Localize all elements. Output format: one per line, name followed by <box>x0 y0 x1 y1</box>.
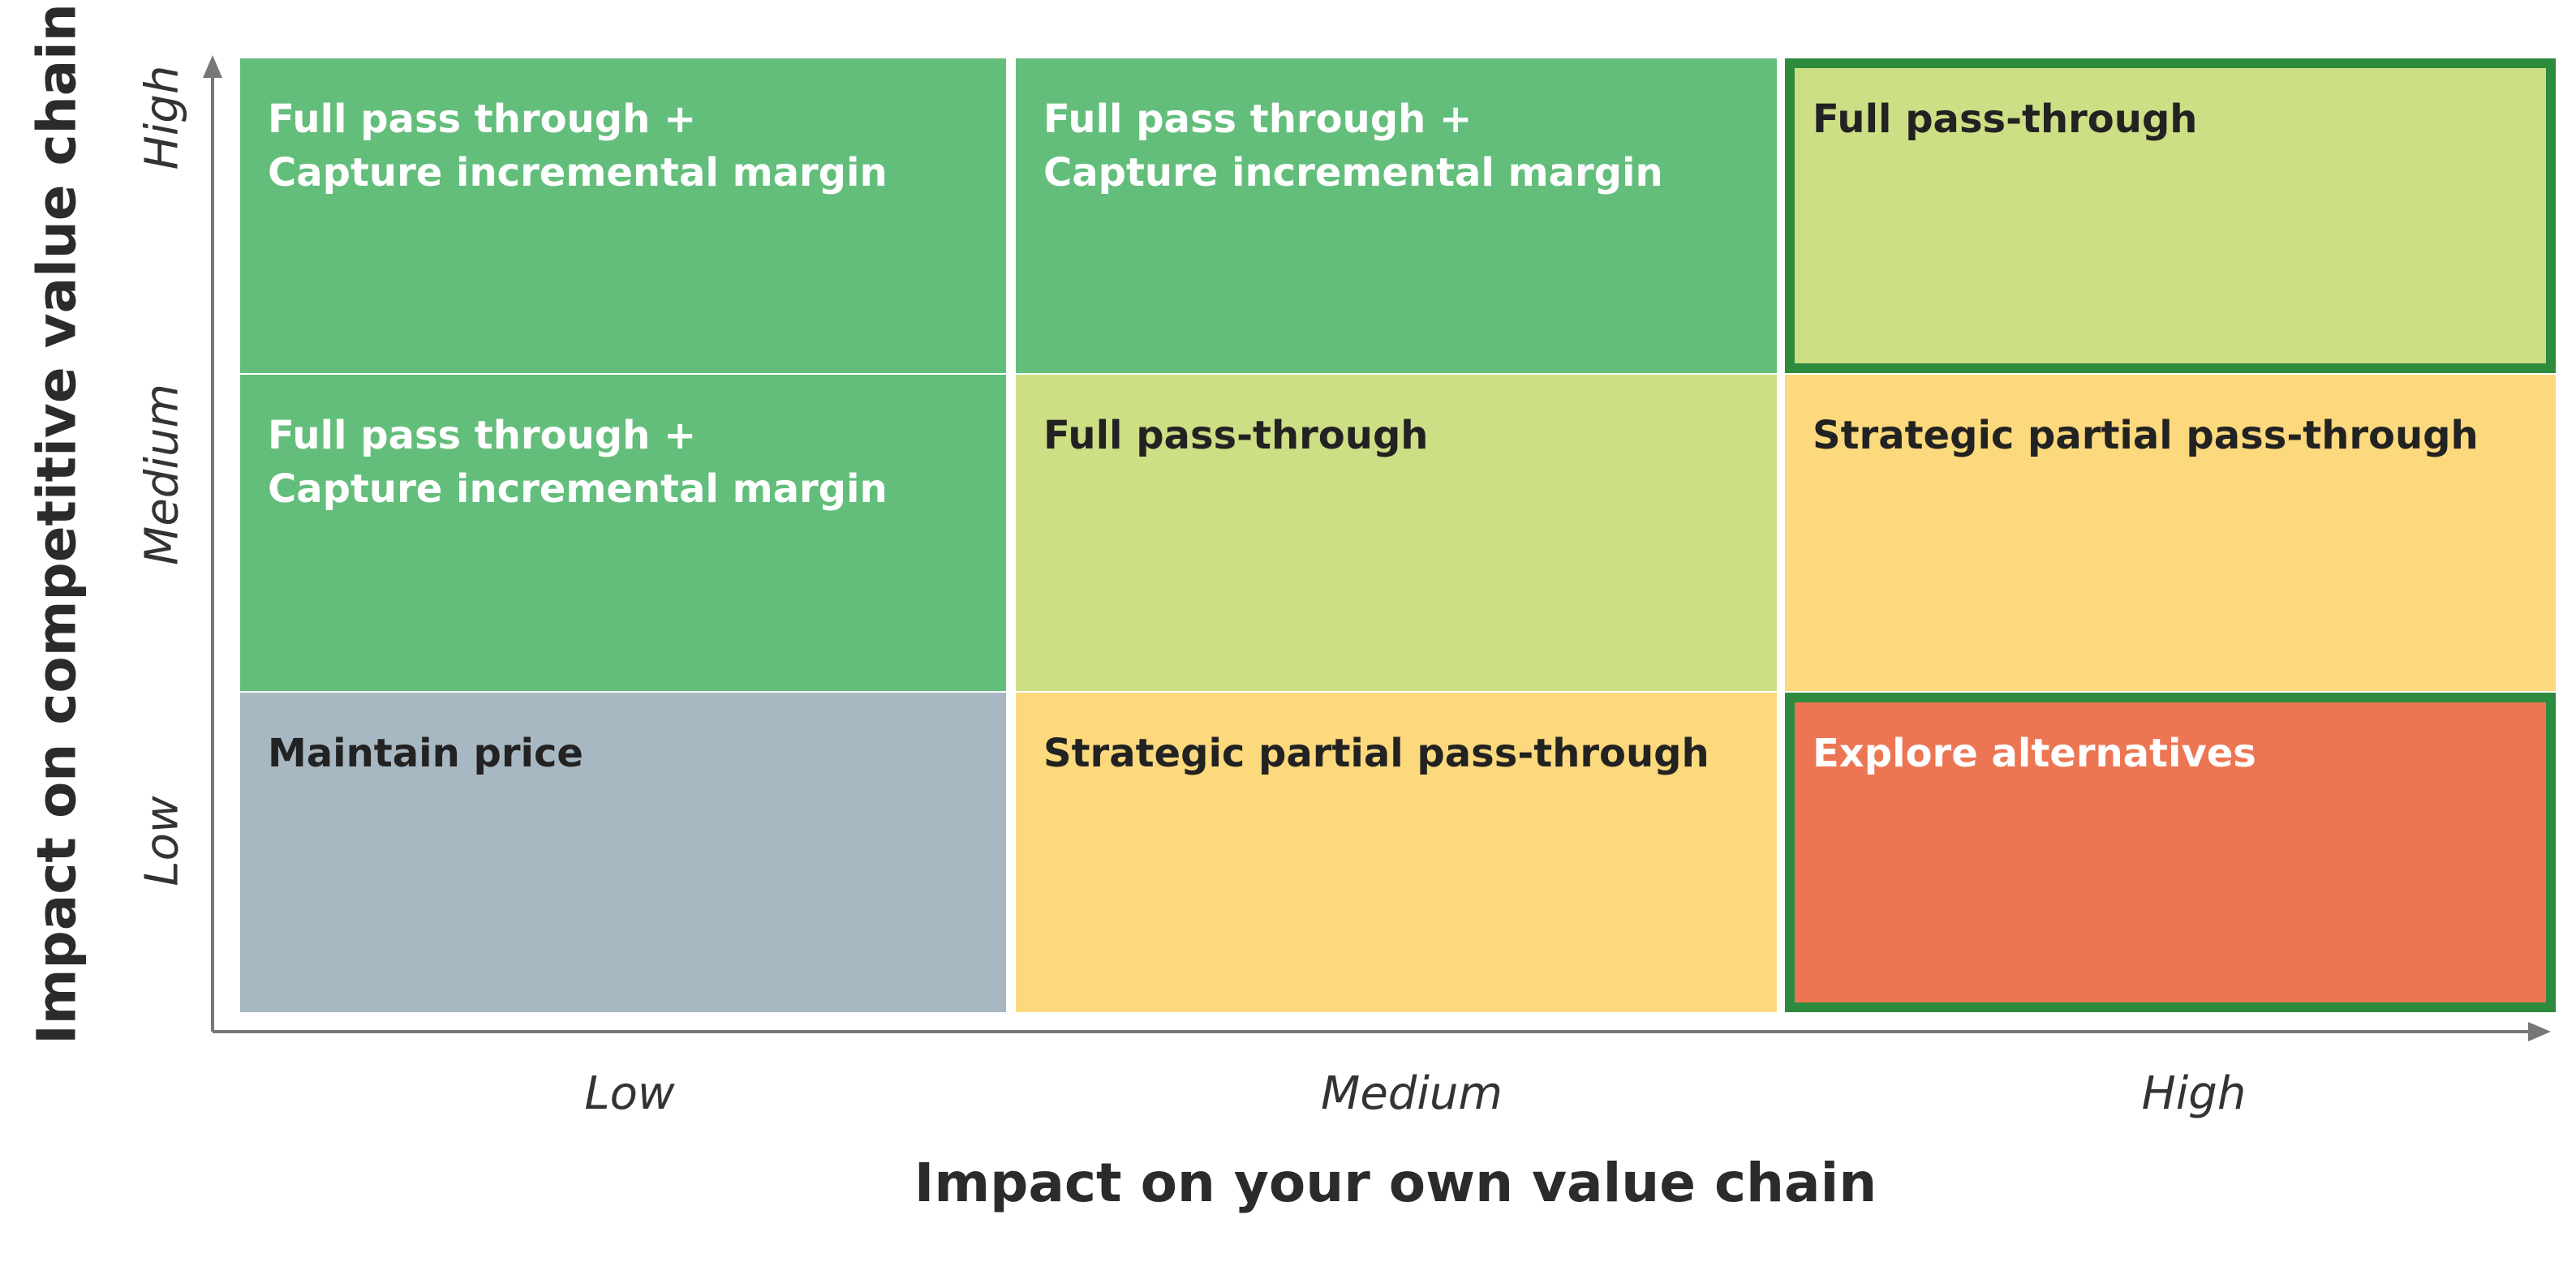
y-axis-title: Impact on competitive value chain <box>25 3 88 1045</box>
cell-medium-competitive-low-own: Full pass through + Capture incremental m… <box>240 375 1006 691</box>
cell-medium-competitive-medium-own: Full pass-through <box>1016 375 1777 691</box>
cell-low-competitive-medium-own: Strategic partial pass-through <box>1016 693 1777 1012</box>
cell-label-line: Full pass through + <box>1043 97 1473 142</box>
x-tick-high: High <box>2141 1067 2247 1120</box>
cell-label-line: Full pass through + <box>268 97 697 142</box>
cell-label-line: Full pass through + <box>268 413 697 458</box>
cell-high-competitive-high-own: Full pass-through <box>1785 58 2556 373</box>
x-axis-title: Impact on your own value chain <box>914 1152 1877 1214</box>
cell-label-line: Strategic partial pass-through <box>1043 731 1709 776</box>
cell-label-line: Explore alternatives <box>1813 731 2256 776</box>
cell-high-competitive-low-own: Full pass through + Capture incremental m… <box>240 58 1006 373</box>
y-axis-arrowhead <box>203 55 222 78</box>
cell-low-competitive-high-own: Explore alternatives <box>1785 693 2556 1012</box>
cell-label-line: Strategic partial pass-through <box>1813 413 2479 458</box>
cell-label-line: Capture incremental margin <box>268 150 888 195</box>
x-tick-low: Low <box>584 1067 675 1120</box>
cell-label-line: Capture incremental margin <box>268 466 888 512</box>
y-tick-low: Low <box>135 796 189 886</box>
x-axis-arrowhead <box>2528 1022 2551 1041</box>
cell-label-line: Full pass-through <box>1813 97 2198 142</box>
cell-low-competitive-low-own: Maintain price <box>240 693 1006 1012</box>
cell-medium-competitive-high-own: Strategic partial pass-through <box>1785 375 2556 691</box>
cell-label-line: Full pass-through <box>1043 413 1429 458</box>
x-tick-medium: Medium <box>1321 1067 1503 1120</box>
cell-label-line: Maintain price <box>268 731 583 776</box>
y-tick-medium: Medium <box>135 384 189 565</box>
cell-high-competitive-medium-own: Full pass through + Capture incremental m… <box>1016 58 1777 373</box>
y-tick-high: High <box>135 65 189 170</box>
cell-label-line: Capture incremental margin <box>1043 150 1663 195</box>
